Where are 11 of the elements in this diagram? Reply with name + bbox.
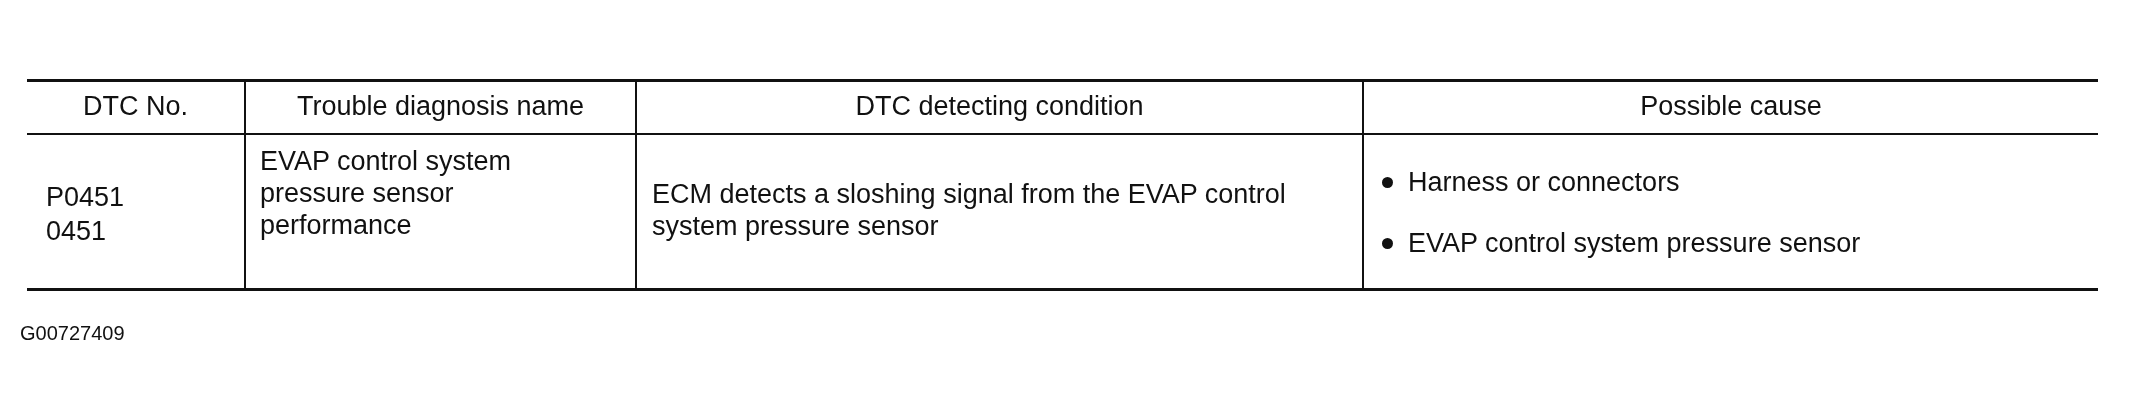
cause-item: Harness or connectors	[1408, 167, 1680, 197]
dtc-code: P0451	[46, 182, 125, 212]
detecting-condition: ECM detects a sloshing signal from the EVAP control system pressure sensor	[652, 179, 1286, 241]
column-header: DTC No.	[83, 91, 188, 121]
figure-id: G00727409	[20, 322, 125, 344]
diagnosis-name: EVAP control system pressure sensor performance	[260, 146, 512, 240]
column-header: DTC detecting condition	[855, 91, 1144, 121]
cause-item: EVAP control system pressure sensor	[1408, 228, 1861, 258]
column-header: Possible cause	[1640, 91, 1822, 121]
dtc-code: 0451	[46, 216, 107, 246]
column-header: Trouble diagnosis name	[296, 91, 585, 121]
